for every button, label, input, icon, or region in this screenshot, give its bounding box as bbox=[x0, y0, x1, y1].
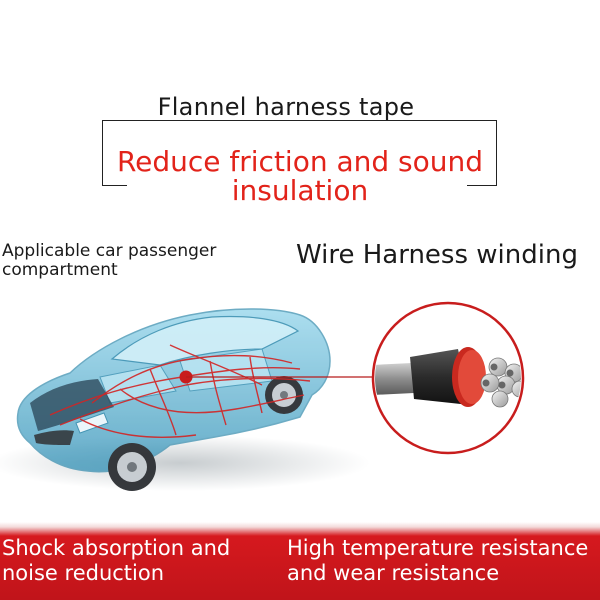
car-wiring-illustration bbox=[0, 301, 525, 491]
product-title: Flannel harness tape bbox=[157, 93, 415, 121]
usage-label: Wire Harness winding bbox=[296, 240, 578, 270]
frame-gap bbox=[127, 183, 467, 189]
product-subtitle: Reduce friction and sound insulation bbox=[116, 145, 484, 207]
feature-shock-absorption: Shock absorption and noise reduction bbox=[2, 536, 231, 585]
car-icon bbox=[16, 308, 331, 491]
feature-heat-wear-resistance: High temperature resistance and wear res… bbox=[287, 536, 589, 585]
application-label: Applicable car passenger compartment bbox=[2, 241, 217, 280]
feature-band bbox=[0, 522, 600, 600]
wire-bundle-icon bbox=[480, 357, 521, 408]
cable-detail-lens bbox=[371, 301, 525, 455]
